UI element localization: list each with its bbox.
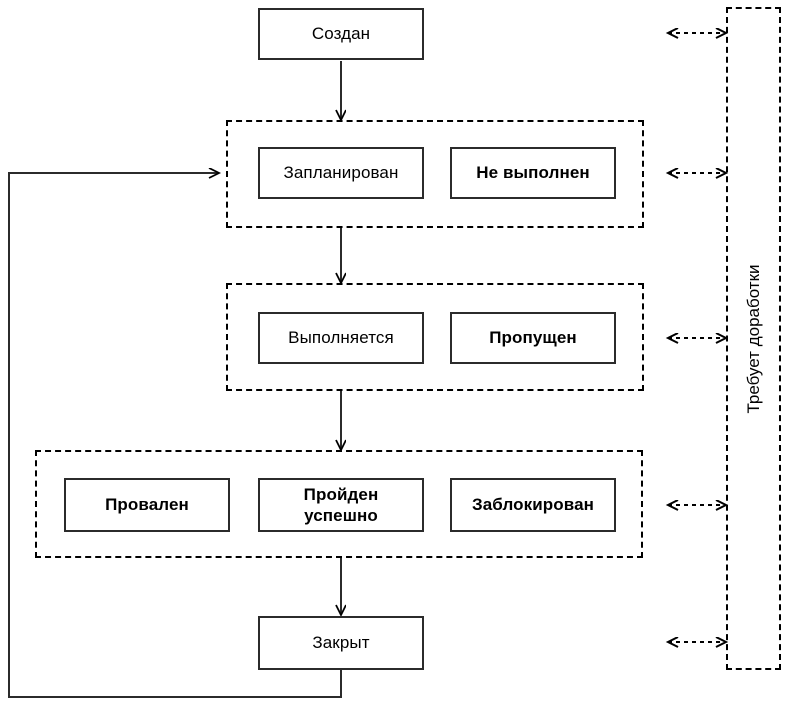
side-panel-rework: [726, 7, 781, 670]
node-failed[interactable]: Провален: [64, 478, 230, 532]
group-planned: [226, 120, 644, 228]
node-blocked-label: Заблокирован: [471, 495, 595, 515]
group-running: [226, 283, 644, 391]
node-blocked[interactable]: Заблокирован: [450, 478, 616, 532]
node-running-label: Выполняется: [288, 328, 394, 348]
node-not-executed-label: Не выполнен: [476, 163, 590, 183]
node-closed[interactable]: Закрыт: [258, 616, 424, 670]
node-skipped-label: Пропущен: [489, 328, 577, 348]
node-running[interactable]: Выполняется: [258, 312, 424, 364]
node-created-label: Создан: [311, 24, 371, 44]
node-closed-label: Закрыт: [312, 633, 370, 653]
node-planned[interactable]: Запланирован: [258, 147, 424, 199]
node-failed-label: Провален: [105, 495, 189, 515]
node-planned-label: Запланирован: [283, 163, 399, 183]
node-not-executed[interactable]: Не выполнен: [450, 147, 616, 199]
node-passed[interactable]: Пройден успешно: [258, 478, 424, 532]
node-created[interactable]: Создан: [258, 8, 424, 60]
group-result: [35, 450, 643, 558]
node-skipped[interactable]: Пропущен: [450, 312, 616, 364]
side-panel-rework-label: Требует доработки: [744, 264, 763, 414]
node-passed-label: Пройден успешно: [303, 484, 379, 525]
